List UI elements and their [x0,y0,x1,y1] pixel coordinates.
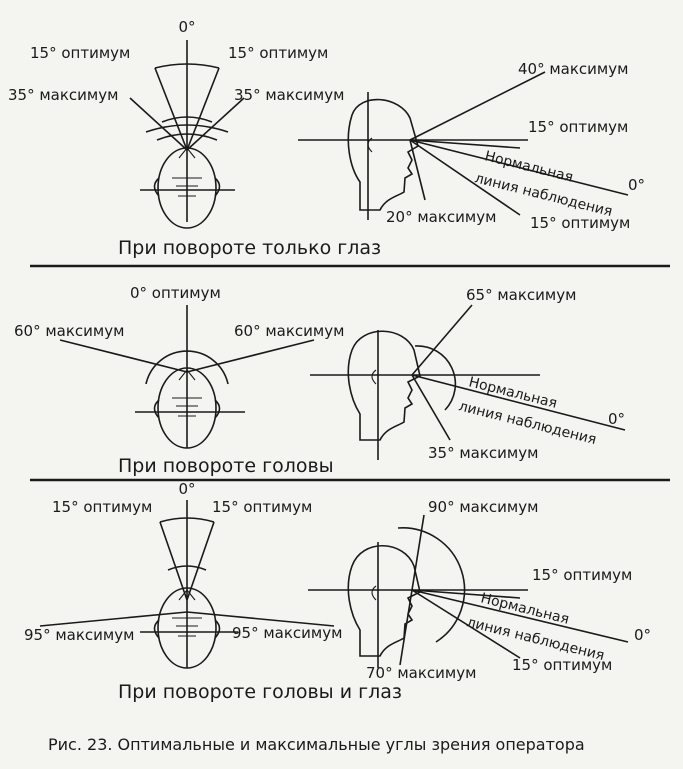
label-opt-up: 15° оптимум [528,118,628,136]
section-head-turn: 0° оптимум 60° максимум 60° максимум 65°… [14,284,626,477]
label-max-left: 60° максимум [14,322,124,340]
label-max-up: 65° максимум [466,286,576,304]
side-view-eyes-only: 40° максимум 15° оптимум Нормальная лини… [298,60,645,232]
label-zero-side: 0° [608,410,625,428]
label-max-right: 60° максимум [234,322,344,340]
label-max-right: 35° максимум [234,86,344,104]
label-zero-side: 0° [634,626,651,644]
label-opt-right: 15° оптимум [228,44,328,62]
label-max-up: 40° максимум [518,60,628,78]
section-title: При повороте головы и глаз [118,681,402,703]
label-max-up: 90° максимум [428,498,538,516]
label-max-right: 95° максимум [232,624,342,642]
figure-caption: Рис. 23. Оптимальные и максимальные углы… [48,735,585,754]
label-opt-right: 15° оптимум [212,498,312,516]
label-opt-down: 15° оптимум [512,656,612,674]
section-head-and-eyes: 0° 15° оптимум 15° оптимум 95° максимум … [24,480,651,703]
label-opt-left: 15° оптимум [52,498,152,516]
side-view-head-and-eyes: 90° максимум 15° оптимум Нормальная лини… [308,498,651,682]
top-view-head-and-eyes: 0° 15° оптимум 15° оптимум 95° максимум … [24,480,342,669]
top-view-head-turn: 0° оптимум 60° максимум 60° максимум [14,284,344,449]
side-view-head-turn: 65° максимум Нормальная линия наблюдения… [310,286,626,462]
label-opt-up: 15° оптимум [532,566,632,584]
label-normal-2: линия наблюдения [457,398,598,448]
label-zero-side: 0° [628,176,645,194]
label-zero-optimum: 0° оптимум [130,284,221,302]
section-title: При повороте только глаз [118,237,381,259]
label-max-left: 35° максимум [8,86,118,104]
label-opt-left: 15° оптимум [30,44,130,62]
label-max-left: 95° максимум [24,626,134,644]
top-view-eyes-only: 0° 15° оптимум 15° оптимум 35° максимум … [8,18,344,229]
label-opt-down: 15° оптимум [530,214,630,232]
label-zero-top: 0° [178,18,195,36]
label-max-down: 35° максимум [428,444,538,462]
section-title: При повороте головы [118,455,334,477]
label-max-down: 20° максимум [386,208,496,226]
label-zero-top: 0° [178,480,195,498]
label-max-down: 70° максимум [366,664,476,682]
section-eyes-only: 0° 15° оптимум 15° оптимум 35° максимум … [8,18,645,259]
